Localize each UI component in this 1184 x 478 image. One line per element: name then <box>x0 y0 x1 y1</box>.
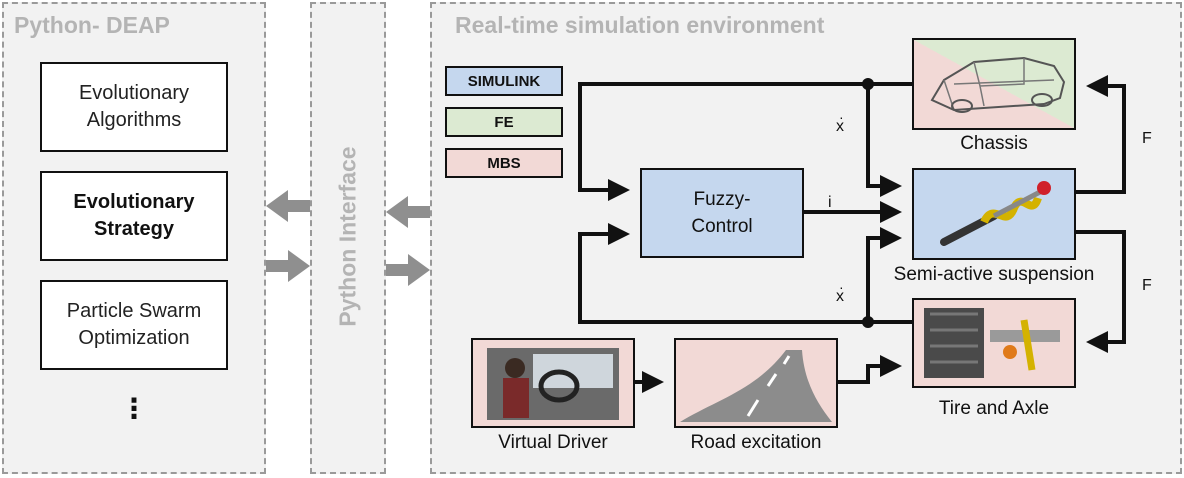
legend-simulink: SIMULINK <box>445 66 563 96</box>
more-algorithms-ellipsis: ⋮ <box>120 393 148 424</box>
car-chassis-icon <box>930 56 1066 113</box>
velocity-symbol-bottom: ·x <box>836 279 844 305</box>
tire-axle-label: Tire and Axle <box>938 398 1050 419</box>
force-symbol-top: F <box>1142 130 1152 147</box>
legend-fe: FE <box>445 107 563 137</box>
interface-arrow-right-2 <box>386 254 430 286</box>
particle-swarm-box: Particle Swarm Optimization <box>40 280 228 370</box>
chassis-label: Chassis <box>960 133 1028 154</box>
suspension-block <box>912 168 1076 260</box>
fuzzy-control-block <box>640 168 804 258</box>
road-icon <box>680 350 832 422</box>
velocity-symbol-top: ·x <box>836 109 844 135</box>
evolutionary-algorithms-box: Evolutionary Algorithms <box>40 62 228 152</box>
road-excitation-block <box>674 338 838 428</box>
current-symbol: i <box>828 194 832 211</box>
force-symbol-bottom: F <box>1142 277 1152 294</box>
tire-axle-icon <box>924 308 1060 378</box>
realtime-title: Real-time simulation environment <box>455 12 825 38</box>
interface-arrow-right-1 <box>266 250 310 282</box>
road-excitation-label: Road excitation <box>690 432 822 453</box>
interface-arrow-left-2 <box>386 196 430 228</box>
legend-mbs: MBS <box>445 148 563 178</box>
python-deap-title: Python- DEAP <box>14 12 170 38</box>
evolutionary-strategy-box: Evolutionary Strategy <box>40 171 228 261</box>
chassis-block <box>912 38 1076 130</box>
interface-arrow-left-1 <box>266 190 310 222</box>
virtual-driver-block <box>471 338 635 428</box>
virtual-driver-label: Virtual Driver <box>498 432 608 453</box>
junction-dot-top <box>862 78 874 90</box>
junction-dot-bottom <box>862 316 874 328</box>
suspension-label: Semi-active suspension <box>893 264 1095 285</box>
fuzzy-control-label: Fuzzy-Control <box>691 189 753 237</box>
shock-absorber-icon <box>940 181 1051 246</box>
python-interface-panel <box>310 2 386 474</box>
tire-axle-block <box>912 298 1076 388</box>
driver-photo-icon <box>487 348 619 420</box>
